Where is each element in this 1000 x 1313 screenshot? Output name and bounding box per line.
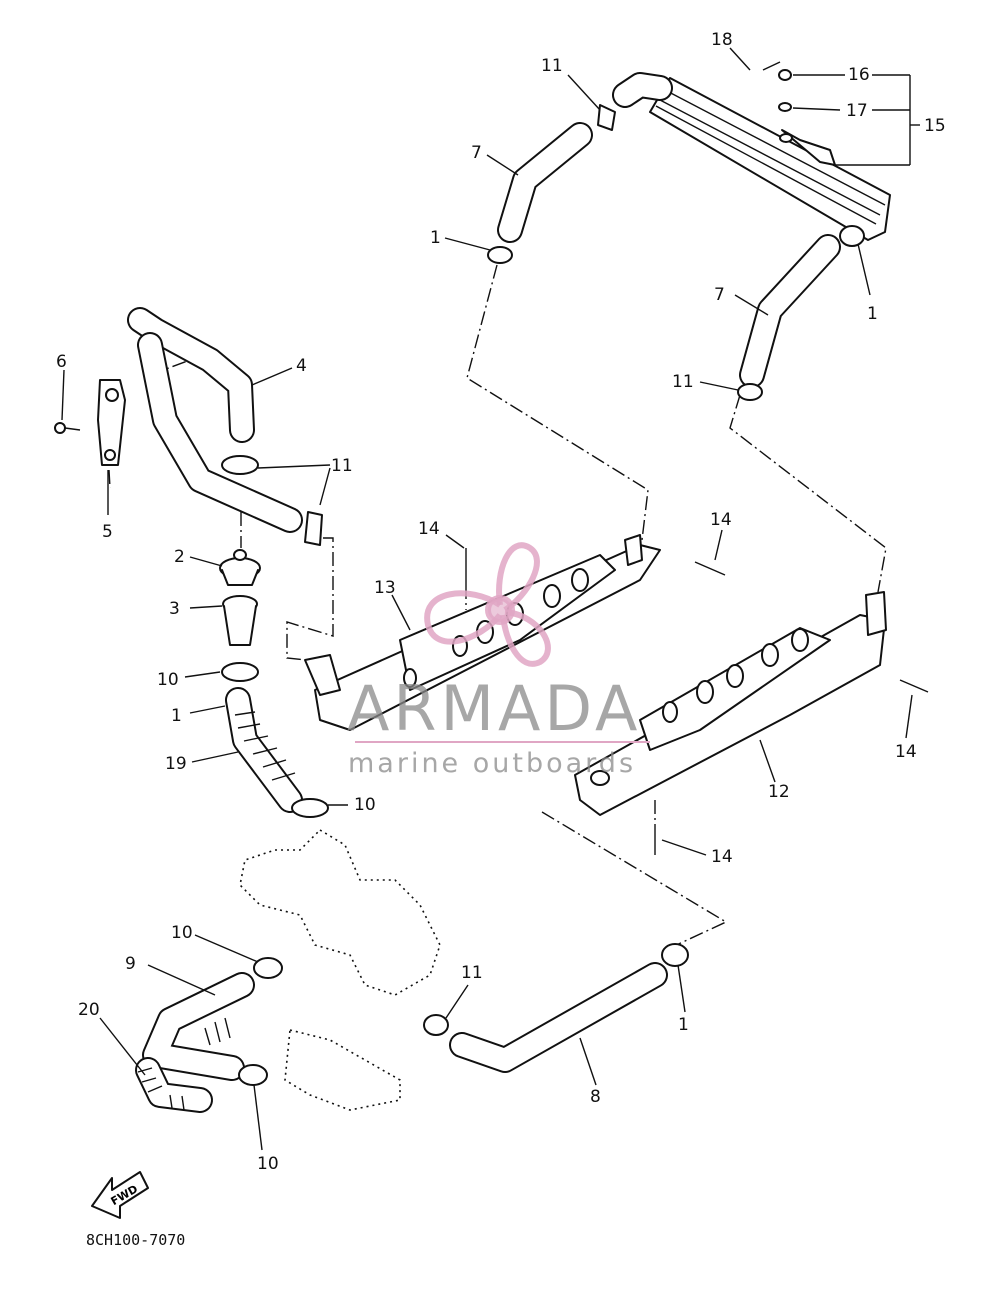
callout-11-mid: 11 xyxy=(331,456,353,476)
callout-19: 19 xyxy=(165,754,187,774)
callout-3: 3 xyxy=(169,599,180,619)
callout-14-c: 14 xyxy=(895,742,917,762)
callout-14-a: 14 xyxy=(418,519,440,539)
bracket-assembly xyxy=(54,379,126,466)
callout-20: 20 xyxy=(78,1000,100,1020)
callout-12: 12 xyxy=(768,782,790,802)
callout-2: 2 xyxy=(174,547,185,567)
corrugated-hoses xyxy=(137,711,296,1111)
callout-5: 5 xyxy=(102,522,113,542)
callout-1-bottom: 1 xyxy=(678,1015,689,1035)
callout-18: 18 xyxy=(711,30,733,50)
callout-8: 8 xyxy=(590,1087,601,1107)
callout-14-b: 14 xyxy=(710,510,732,530)
engine-outline xyxy=(239,828,441,1111)
callout-14-d: 14 xyxy=(711,847,733,867)
callout-7-right: 7 xyxy=(714,285,725,305)
callout-10-d: 10 xyxy=(257,1154,279,1174)
hoses xyxy=(127,72,841,1113)
callout-11-right: 11 xyxy=(672,372,694,392)
watermark-propeller-logo xyxy=(424,542,551,667)
callout-11-bottom: 11 xyxy=(461,963,483,983)
callout-15: 15 xyxy=(924,116,946,136)
drawing-code: 8CH100-7070 xyxy=(86,1231,185,1249)
callout-6: 6 xyxy=(56,352,67,372)
callout-1-left: 1 xyxy=(430,228,441,248)
callout-10-c: 10 xyxy=(171,923,193,943)
hose-clamps xyxy=(221,104,865,1086)
callout-leaders xyxy=(61,47,920,1151)
watermark-subtitle: marine outboards xyxy=(348,748,636,779)
fwd-arrow: FWD xyxy=(91,1171,149,1219)
watermark-title: ARMADA xyxy=(347,672,641,745)
screws xyxy=(465,61,929,855)
callout-1-right: 1 xyxy=(867,304,878,324)
thermostat-assembly xyxy=(219,549,261,646)
callout-9: 9 xyxy=(125,954,136,974)
callout-17: 17 xyxy=(846,101,868,121)
callout-16: 16 xyxy=(848,65,870,85)
callout-labels: 18 11 16 17 15 7 1 1 7 11 6 4 11 5 2 14 … xyxy=(56,30,946,1174)
callout-11-top: 11 xyxy=(541,56,563,76)
watermark: ARMADA marine outboards xyxy=(347,542,650,779)
callout-4: 4 xyxy=(296,356,307,376)
callout-7-left: 7 xyxy=(471,143,482,163)
callout-1-mid: 1 xyxy=(171,706,182,726)
callout-10-a: 10 xyxy=(157,670,179,690)
callout-13: 13 xyxy=(374,578,396,598)
heat-exchanger-upper xyxy=(649,77,891,241)
callout-10-b: 10 xyxy=(354,795,376,815)
heat-exchanger-12 xyxy=(574,591,887,816)
